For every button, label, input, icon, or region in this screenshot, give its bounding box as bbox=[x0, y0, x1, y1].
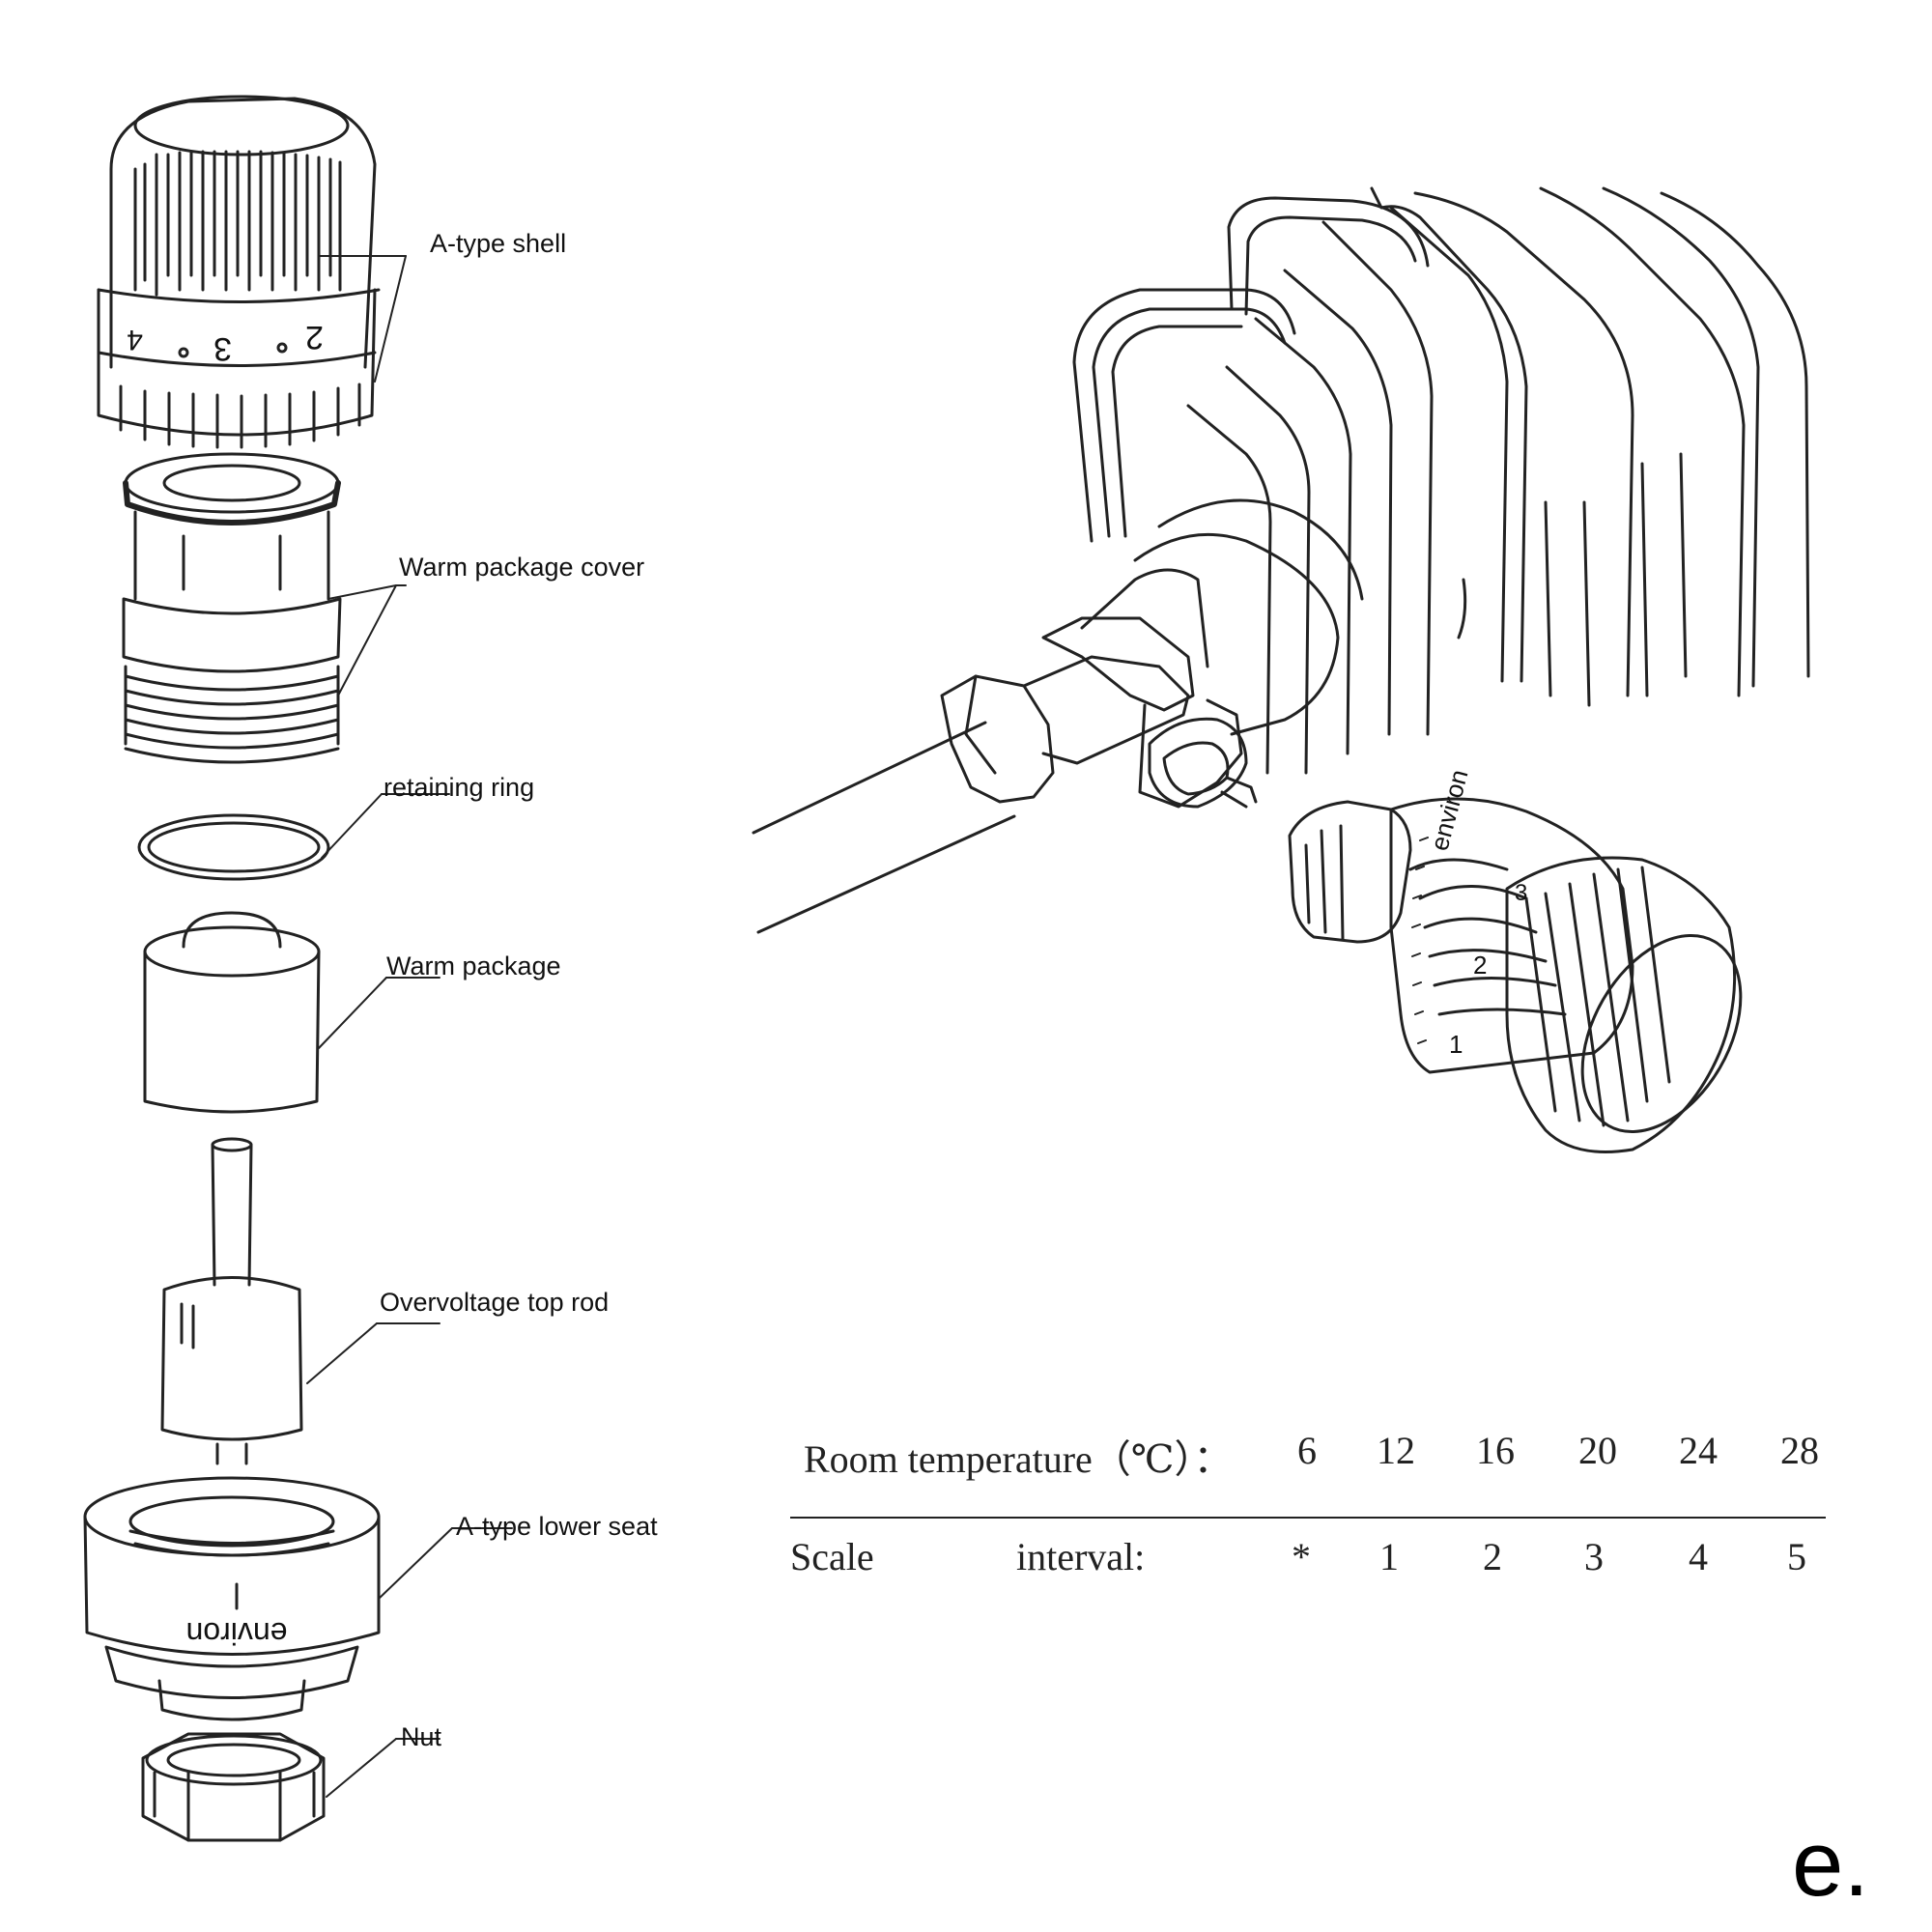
scale-value: 1 bbox=[1379, 1535, 1399, 1578]
scale-label: Scale bbox=[790, 1535, 874, 1578]
label-warm-package-cover: Warm package cover bbox=[399, 553, 645, 582]
figure-letter-mark: e. bbox=[1792, 1812, 1870, 1916]
warm-package-cover-part bbox=[122, 452, 407, 764]
table-divider bbox=[790, 1517, 1826, 1519]
label-a-type-lower-seat: A-type lower seat bbox=[456, 1512, 658, 1541]
room-temperature-value: 6 bbox=[1297, 1429, 1317, 1472]
label-a-type-shell: A-type shell bbox=[430, 229, 567, 258]
room-temperature-value: 28 bbox=[1780, 1429, 1819, 1472]
scale-value: 4 bbox=[1689, 1535, 1708, 1578]
scale-value: 5 bbox=[1787, 1535, 1806, 1578]
dial-digit: 2 bbox=[305, 319, 324, 355]
dial-digit: 3 bbox=[213, 330, 232, 367]
nut-part bbox=[141, 1732, 440, 1842]
interval-label: interval: bbox=[1016, 1535, 1146, 1578]
scale-value: * bbox=[1292, 1535, 1311, 1578]
warm-package-part bbox=[143, 911, 440, 1114]
scale-value: 2 bbox=[1483, 1535, 1502, 1578]
knob-dial-digit: 3 bbox=[1515, 880, 1527, 906]
room-temperature-value: 24 bbox=[1679, 1429, 1718, 1472]
seat-brand-text: environ bbox=[186, 1616, 288, 1651]
overvoltage-top-rod-part bbox=[160, 1137, 440, 1465]
room-temperature-value: 20 bbox=[1578, 1429, 1617, 1472]
retaining-ring-part bbox=[137, 793, 450, 881]
label-nut: Nut bbox=[401, 1722, 442, 1751]
a-type-shell-part: 2 3 4 bbox=[97, 95, 407, 449]
room-temperature-value: 16 bbox=[1476, 1429, 1515, 1472]
knob-brand-text: environ bbox=[1425, 766, 1474, 853]
room-temperature-value: 12 bbox=[1377, 1429, 1415, 1472]
knob-dial-digit: 2 bbox=[1473, 951, 1487, 980]
a-type-lower-seat-part: environ bbox=[83, 1476, 513, 1721]
dial-digit: 4 bbox=[127, 324, 143, 355]
label-retaining-ring: retaining ring bbox=[384, 773, 535, 802]
label-overvoltage-top-rod: Overvoltage top rod bbox=[380, 1288, 610, 1317]
knob-dial-digit: 1 bbox=[1449, 1030, 1463, 1059]
room-temperature-label: Room temperature（℃）： bbox=[804, 1437, 1233, 1481]
radiator-installation-illustration: environ 3 2 1 bbox=[752, 186, 1810, 1153]
scale-value: 3 bbox=[1584, 1535, 1604, 1578]
label-warm-package: Warm package bbox=[386, 952, 561, 980]
